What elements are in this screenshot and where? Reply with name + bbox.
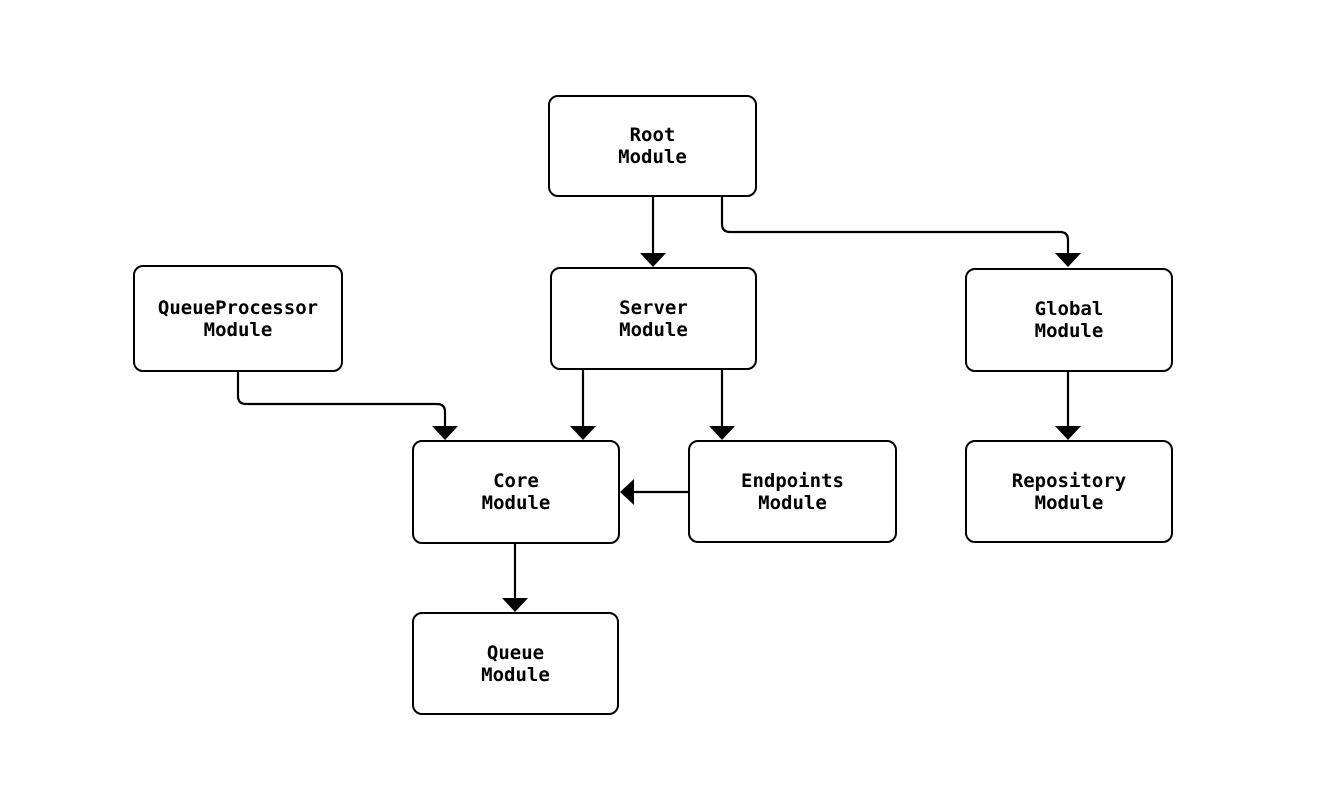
arrowhead-left-icon [620, 479, 634, 505]
edge-global-to-repository [1055, 372, 1081, 440]
arrowhead-down-icon [709, 426, 735, 440]
node-core-module-label: Core Module [481, 470, 551, 514]
node-server-module-label: Server Module [619, 296, 688, 341]
node-root-module: Root Module [548, 95, 757, 197]
node-endpoints-module: Endpoints Module [688, 440, 897, 543]
arrowhead-down-icon [432, 426, 458, 440]
node-global-module: Global Module [965, 268, 1173, 372]
arrowhead-down-icon [640, 253, 666, 267]
node-global-module-label: Global Module [1034, 298, 1104, 342]
edge-queueprocessor-to-core [236, 372, 458, 440]
node-queue-module-label: Queue Module [481, 641, 550, 686]
edge-root-to-global [720, 197, 1081, 267]
arrowhead-down-icon [570, 426, 596, 440]
node-core-module: Core Module [412, 440, 620, 544]
arrowhead-down-icon [502, 598, 528, 612]
arrowhead-down-icon [1055, 253, 1081, 267]
edge-core-to-queue [502, 544, 528, 612]
node-server-module: Server Module [550, 267, 757, 370]
node-endpoints-module-label: Endpoints Module [741, 469, 844, 514]
edge-root-to-server [640, 197, 666, 267]
node-repository-module: Repository Module [965, 440, 1173, 543]
edge-server-to-core [570, 370, 596, 440]
node-queueprocessor-module: QueueProcessor Module [133, 265, 343, 372]
edge-server-to-endpoints [709, 370, 735, 440]
node-root-module-label: Root Module [618, 124, 687, 168]
node-queue-module: Queue Module [412, 612, 619, 715]
arrowhead-down-icon [1055, 426, 1081, 440]
node-repository-module-label: Repository Module [1011, 469, 1127, 514]
edge-endpoints-to-core [620, 479, 688, 505]
node-queueprocessor-module-label: QueueProcessor Module [157, 296, 319, 341]
